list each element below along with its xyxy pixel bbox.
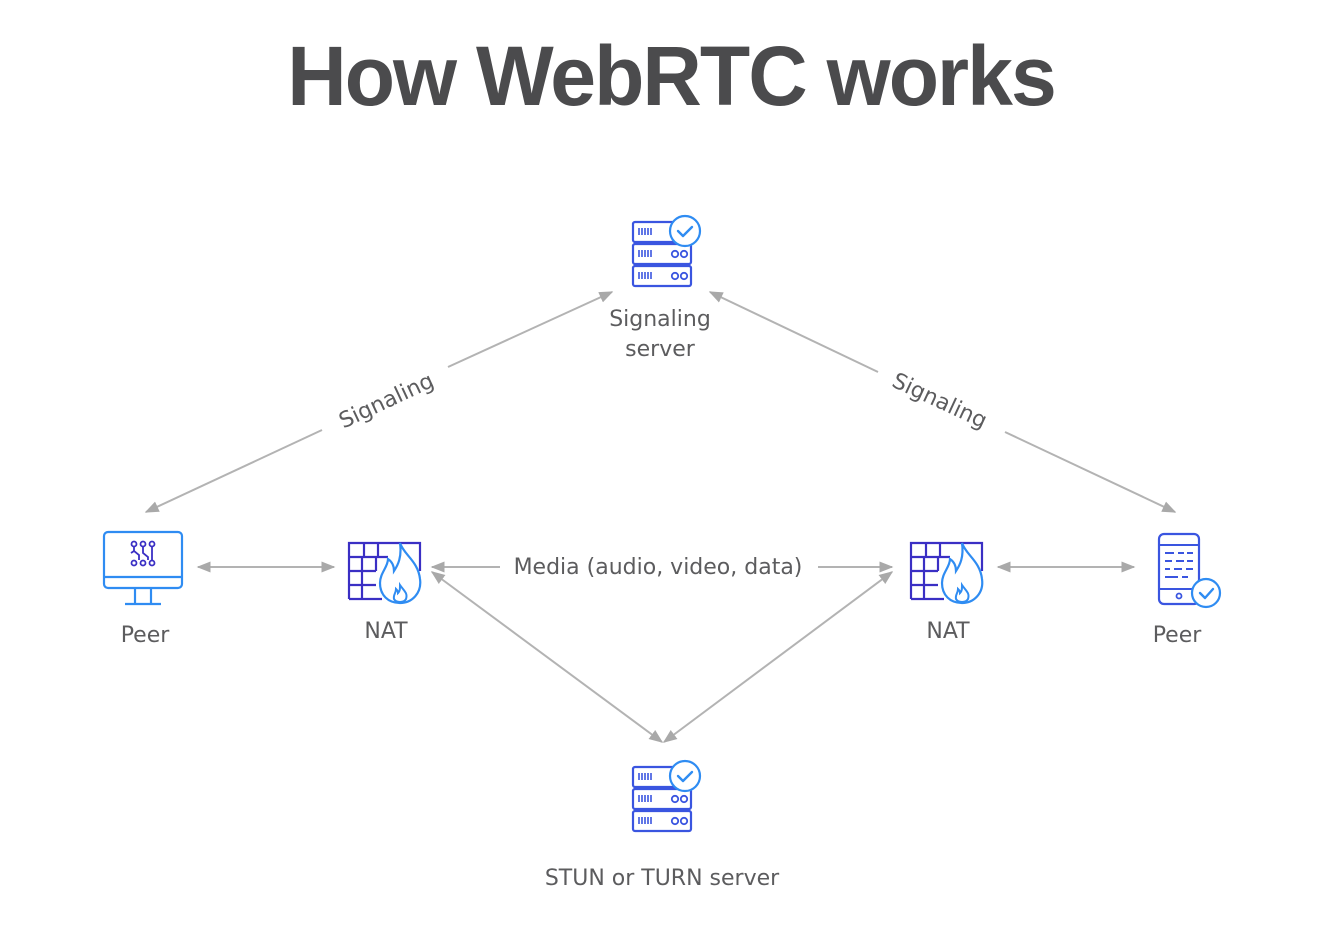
firewall-icon-right (909, 541, 984, 605)
signaling-server-label-line1: Signaling (609, 307, 711, 332)
edge-signaling-right-line-lower (1004, 431, 1177, 513)
edge-signaling-left: Signaling (144, 291, 614, 513)
edge-signaling-left-line-upper (447, 291, 614, 368)
edge-signaling-left-label: Signaling (335, 369, 438, 435)
firewall-icon-left (347, 541, 422, 605)
edge-signaling-left-line-lower (144, 429, 323, 513)
nat-right-label: NAT (926, 619, 970, 644)
signaling-server-icon (631, 214, 702, 288)
edge-media: Media (audio, video, data) (430, 555, 894, 580)
signaling-server-label-line2: server (625, 337, 695, 362)
desktop-monitor-icon (102, 530, 184, 606)
stun-turn-server-icon (631, 759, 702, 833)
peer-left-label: Peer (120, 623, 170, 648)
edge-nat-right-stun (662, 571, 894, 743)
page-title: How WebRTC works (287, 29, 1056, 123)
edge-signaling-right-line-upper (708, 291, 879, 373)
signaling-server-label: Signaling server (580, 305, 740, 365)
peer-right-label: Peer (1152, 623, 1202, 648)
stun-turn-server-label: STUN or TURN server (544, 866, 780, 891)
edge-signaling-right-label: Signaling (888, 369, 991, 435)
edge-signaling-right: Signaling (708, 291, 1177, 513)
mobile-phone-check-icon (1157, 532, 1222, 609)
edge-nat-left-stun (430, 571, 664, 743)
edge-media-label: Media (audio, video, data) (514, 555, 803, 580)
nat-left-label: NAT (364, 619, 408, 644)
